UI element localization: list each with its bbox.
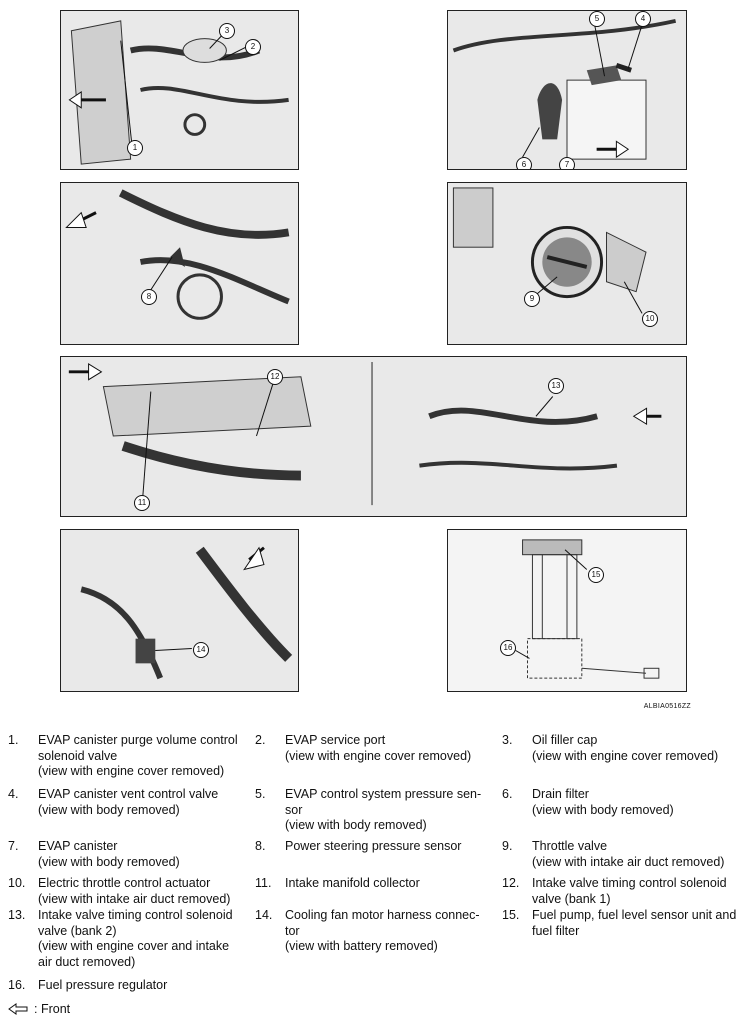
legend-text: EVAP canister vent control valve (view w…: [38, 787, 219, 817]
legend-num: 6.: [502, 787, 513, 801]
photo-fuel-pump-panel: 15 16: [447, 529, 687, 692]
legend-row: 13. Intake valve timing control solenoid …: [8, 908, 740, 978]
cooling-fan-illustration: [80, 546, 293, 680]
photo-cooling-fan-panel: 14: [60, 529, 299, 692]
legend-text: Intake manifold collector: [285, 876, 420, 890]
legend-num: 4.: [8, 787, 19, 801]
photo-purge-valve-panel: 1 3 2: [60, 10, 299, 170]
legend-text: Drain filter (view with body removed): [532, 787, 674, 817]
callout-16: 16: [500, 640, 516, 656]
legend: 1. EVAP canister purge volume control sol…: [8, 733, 740, 996]
callout-8: 8: [141, 289, 157, 305]
throttle-body-illustration: [452, 187, 647, 314]
intake-manifold-illustration: [68, 361, 662, 506]
callout-9: 9: [524, 291, 540, 307]
legend-text: Electric throttle control actuator (view…: [38, 876, 231, 906]
front-legend: : Front: [8, 1002, 70, 1016]
legend-text: Fuel pump, fuel level sensor unit and fu…: [532, 908, 737, 938]
callout-1: 1: [127, 140, 143, 156]
legend-row: 16. Fuel pressure regulator: [8, 978, 740, 996]
legend-num: 7.: [8, 839, 19, 853]
legend-num: 11.: [255, 876, 272, 890]
legend-num: 2.: [255, 733, 266, 747]
legend-num: 10.: [8, 876, 26, 890]
legend-num: 13.: [8, 908, 26, 922]
callout-15: 15: [588, 567, 604, 583]
figure-code: ALBIA0516ZZ: [643, 703, 691, 710]
callout-3: 3: [219, 23, 235, 39]
legend-num: 14.: [255, 908, 273, 922]
photo-power-steering-panel: 8: [60, 182, 299, 345]
legend-row: 4. EVAP canister vent control valve (view…: [8, 787, 740, 839]
legend-text: Fuel pressure regulator: [38, 978, 168, 992]
callout-7: 7: [559, 157, 575, 169]
front-arrow-icon: [8, 1003, 28, 1015]
legend-text: EVAP control system pressure sen- sor (v…: [285, 787, 482, 832]
legend-num: 1.: [8, 733, 19, 747]
legend-row: 7. EVAP canister (view with body removed)…: [8, 839, 740, 876]
legend-num: 9.: [502, 839, 513, 853]
legend-text: EVAP canister purge volume control solen…: [38, 733, 238, 778]
callout-14: 14: [193, 642, 209, 658]
legend-num: 3.: [502, 733, 513, 747]
legend-num: 8.: [255, 839, 266, 853]
legend-text: Throttle valve (view with intake air duc…: [532, 839, 725, 869]
front-label: : Front: [34, 1002, 71, 1016]
canister-illustration: [452, 18, 677, 160]
legend-row: 10. Electric throttle control actuator (v…: [8, 876, 740, 908]
photo-throttle-panel: 9 10: [447, 182, 687, 345]
legend-text: Intake valve timing control solenoid val…: [532, 876, 727, 906]
callout-2: 2: [245, 39, 261, 55]
legend-num: 16.: [8, 978, 26, 992]
legend-num: 12.: [502, 876, 520, 890]
callout-11: 11: [134, 495, 150, 511]
callout-6: 6: [516, 157, 532, 169]
legend-num: 5.: [255, 787, 266, 801]
legend-text: EVAP service port (view with engine cove…: [285, 733, 472, 763]
callout-13: 13: [548, 378, 564, 394]
legend-text: Cooling fan motor harness connec- tor (v…: [285, 908, 480, 953]
callout-12: 12: [267, 369, 283, 385]
callout-4: 4: [635, 11, 651, 27]
legend-text: Intake valve timing control solenoid val…: [38, 908, 233, 969]
callout-5: 5: [589, 11, 605, 27]
callout-10: 10: [642, 311, 658, 327]
photo-evap-canister-panel: 5 4 6 7: [447, 10, 687, 170]
legend-text: Oil filler cap (view with engine cover r…: [532, 733, 719, 763]
photo-intake-manifold-panel: 12 11 13: [60, 356, 687, 517]
legend-row: 1. EVAP canister purge volume control sol…: [8, 733, 740, 787]
legend-text: EVAP canister (view with body removed): [38, 839, 180, 869]
fuel-pump-illustration: [515, 539, 660, 679]
engine-bay-illustration: [68, 20, 289, 165]
power-steering-illustration: [65, 189, 290, 320]
legend-num: 15.: [502, 908, 520, 922]
legend-text: Power steering pressure sensor: [285, 839, 462, 853]
